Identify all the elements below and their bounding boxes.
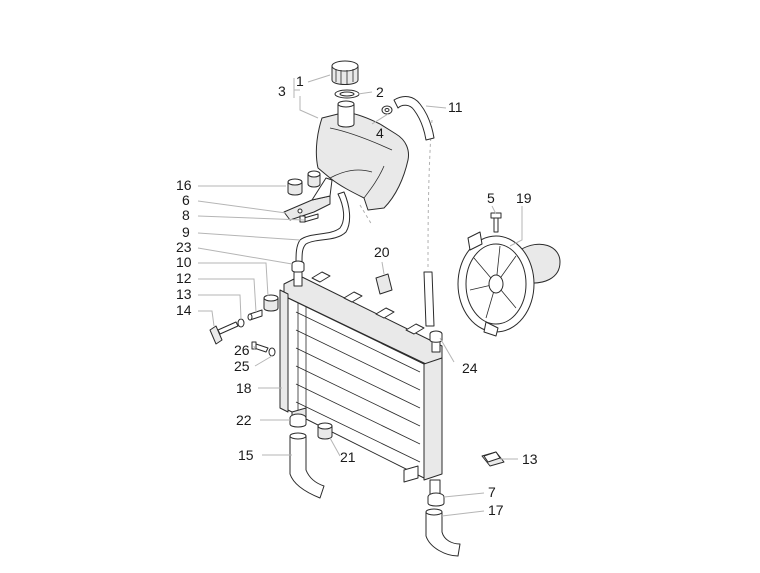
callout-6: 6 bbox=[182, 192, 190, 208]
bolt-14 bbox=[209, 321, 239, 345]
callout-18: 18 bbox=[236, 380, 252, 396]
callout-20: 20 bbox=[374, 244, 390, 260]
callout-1: 1 bbox=[296, 73, 304, 89]
washer-25 bbox=[268, 347, 276, 357]
callout-17: 17 bbox=[488, 502, 504, 518]
overflow-hose bbox=[393, 96, 435, 141]
radiator bbox=[279, 271, 443, 495]
callout-22: 22 bbox=[236, 412, 252, 428]
callout-25: 25 bbox=[234, 358, 250, 374]
callout-9: 9 bbox=[182, 224, 190, 240]
bracket-screw bbox=[299, 213, 319, 223]
lower-hose-left bbox=[289, 432, 325, 499]
leader-lines bbox=[197, 74, 523, 517]
hose-clamp-23 bbox=[291, 260, 305, 273]
rubber-mount bbox=[287, 170, 321, 196]
callout-13-left: 13 bbox=[176, 286, 192, 302]
callout-2: 2 bbox=[376, 84, 384, 100]
callout-19: 19 bbox=[516, 190, 532, 206]
hose-clamp-22 bbox=[289, 413, 307, 428]
callout-26: 26 bbox=[234, 342, 250, 358]
callout-13-right: 13 bbox=[522, 451, 538, 467]
callout-12: 12 bbox=[176, 270, 192, 286]
washer-13 bbox=[237, 318, 245, 328]
hose-route-line bbox=[427, 119, 433, 271]
expansion-tank bbox=[315, 100, 409, 211]
callout-7: 7 bbox=[488, 484, 496, 500]
callout-23: 23 bbox=[176, 239, 192, 255]
cap-gasket bbox=[334, 89, 360, 99]
callout-21: 21 bbox=[340, 449, 356, 465]
callout-5: 5 bbox=[487, 190, 495, 206]
cooling-fan bbox=[457, 231, 561, 337]
callout-16: 16 bbox=[176, 177, 192, 193]
callout-8: 8 bbox=[182, 207, 190, 223]
callout-10: 10 bbox=[176, 254, 192, 270]
rubber-bush-21 bbox=[317, 422, 333, 440]
rubber-bush-10 bbox=[263, 294, 279, 312]
hose-clip-4 bbox=[381, 105, 393, 115]
callout-15: 15 bbox=[238, 447, 254, 463]
spacer-12 bbox=[247, 309, 263, 321]
tank-cap bbox=[331, 60, 359, 85]
callout-4: 4 bbox=[376, 125, 384, 141]
lower-hose-right bbox=[425, 508, 461, 557]
hose-route-line-2 bbox=[359, 204, 373, 226]
hose-clip-20 bbox=[375, 273, 393, 295]
callout-24: 24 bbox=[462, 360, 478, 376]
callout-3: 3 bbox=[278, 83, 286, 99]
callout-labels: 1 2 3 4 11 16 6 8 9 23 10 12 13 14 26 25… bbox=[176, 73, 538, 518]
clip-13 bbox=[481, 451, 505, 467]
tank-bracket bbox=[283, 177, 333, 221]
callout-14: 14 bbox=[176, 302, 192, 318]
radiator-hose-upper bbox=[423, 271, 435, 327]
hose-clamp-7 bbox=[427, 492, 445, 507]
fan-bolt bbox=[490, 212, 502, 233]
hose-clamp-24 bbox=[429, 330, 443, 343]
callout-11: 11 bbox=[448, 99, 463, 115]
